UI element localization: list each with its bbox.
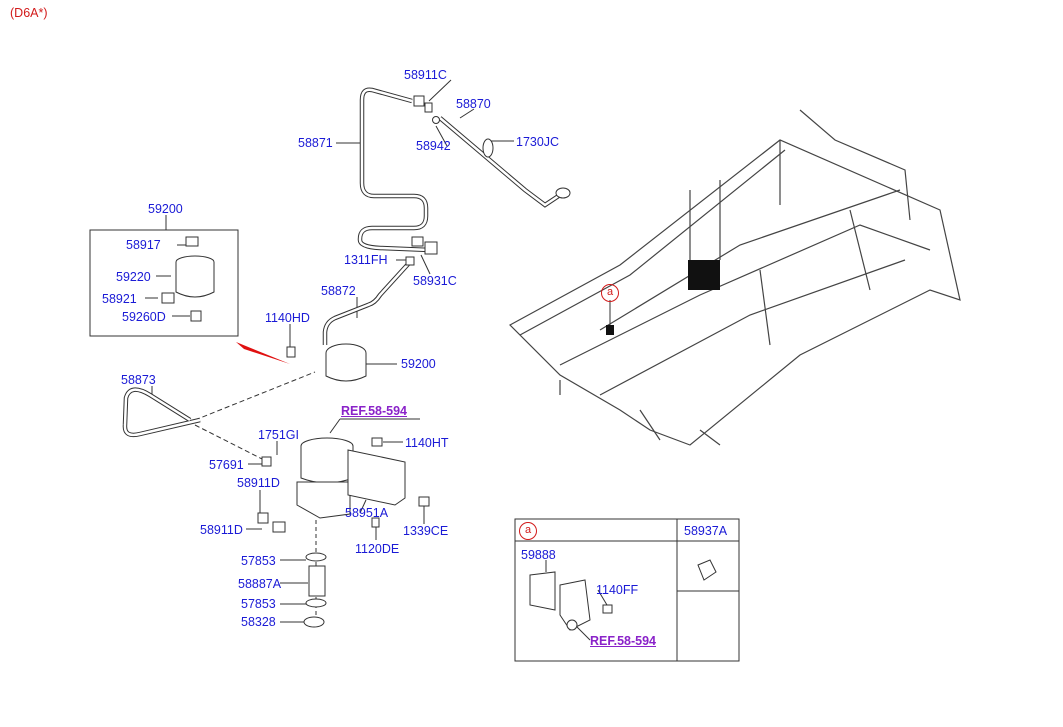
- part-label-58942[interactable]: 58942: [416, 139, 451, 153]
- part-label-58911D-lower[interactable]: 58911D: [200, 523, 243, 537]
- part-label-58872[interactable]: 58872: [321, 284, 356, 298]
- detail-marker-a[interactable]: a: [601, 284, 619, 302]
- part-label-58911D-upper[interactable]: 58911D: [237, 476, 280, 490]
- part-label-1140FF[interactable]: 1140FF: [596, 583, 639, 597]
- part-label-57853-lower[interactable]: 57853: [241, 597, 276, 611]
- part-label-59260D[interactable]: 59260D: [122, 310, 166, 324]
- part-label-58951A[interactable]: 58951A: [345, 506, 389, 520]
- part-label-59200-top[interactable]: 59200: [148, 202, 183, 216]
- diagram-code: (D6A*): [10, 6, 48, 20]
- part-label-1140HD[interactable]: 1140HD: [265, 311, 310, 325]
- part-label-58921[interactable]: 58921: [102, 292, 137, 306]
- ref-link[interactable]: REF.58-594: [341, 404, 408, 418]
- part-label-57853-upper[interactable]: 57853: [241, 554, 276, 568]
- part-label-1311FH[interactable]: 1311FH: [344, 253, 388, 267]
- group-box-59200: [89, 229, 239, 337]
- part-label-57691[interactable]: 57691: [209, 458, 244, 472]
- part-label-58873[interactable]: 58873: [121, 373, 156, 387]
- detail-box: [514, 518, 740, 662]
- part-label-1120DE[interactable]: 1120DE: [355, 542, 400, 556]
- part-label-1730JC[interactable]: 1730JC: [516, 135, 560, 149]
- chassis-frame: [509, 109, 961, 446]
- part-label-58870[interactable]: 58870: [456, 97, 491, 111]
- part-label-1140HT[interactable]: 1140HT: [405, 436, 449, 450]
- part-label-1751GI[interactable]: 1751GI: [258, 428, 300, 442]
- part-label-1339CE[interactable]: 1339CE: [403, 524, 449, 538]
- part-label-59888[interactable]: 59888: [521, 548, 556, 562]
- part-label-58931C[interactable]: 58931C: [413, 274, 457, 288]
- detail-box-marker: a: [519, 522, 537, 540]
- part-label-58887A[interactable]: 58887A: [238, 577, 282, 591]
- part-label-58328[interactable]: 58328: [241, 615, 276, 629]
- red-pointer: [236, 342, 290, 364]
- part-label-59200-mid[interactable]: 59200: [401, 357, 436, 371]
- part-label-58917[interactable]: 58917: [126, 238, 161, 252]
- part-label-58911C[interactable]: 58911C: [404, 68, 447, 82]
- part-label-58937A[interactable]: 58937A: [684, 524, 728, 538]
- part-label-59220[interactable]: 59220: [116, 270, 151, 284]
- part-label-58871[interactable]: 58871: [298, 136, 333, 150]
- ref-link-detail[interactable]: REF.58-594: [590, 634, 657, 648]
